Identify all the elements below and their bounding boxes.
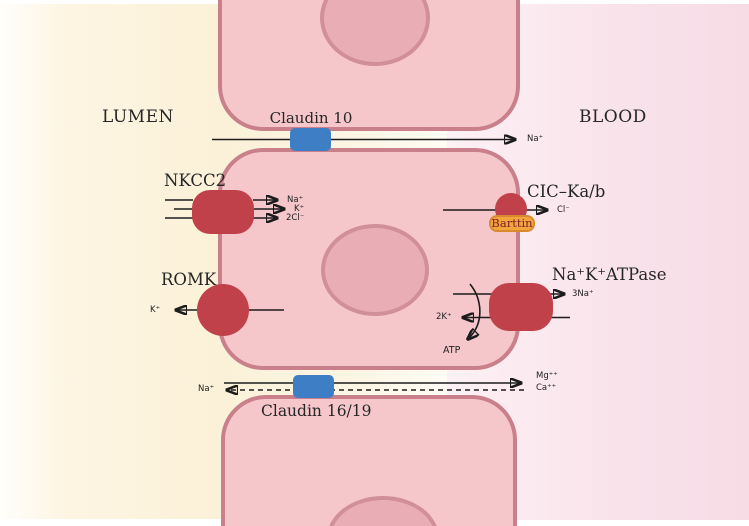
atpase-2k-ion: 2K⁺ [436,312,452,322]
claudin10-na-ion: Na⁺ [527,134,544,144]
epithelial-cell-bottom [221,395,517,526]
lumen-label: LUMEN [102,107,174,127]
clc-cl-ion: Cl⁻ [557,205,570,215]
claudin1619-ca-ion: Ca⁺⁺ [536,383,557,393]
barttin-subunit: Barttin [489,215,535,232]
epithelial-cell-top [218,0,520,131]
atpase-3na-ion: 3Na⁺ [572,289,594,299]
claudin1619-na-ion: Na⁺ [198,384,215,394]
nkcc2-na-ion: Na⁺ [287,195,304,205]
claudin1619-channel [293,375,334,398]
romk-label: ROMK [161,270,217,289]
nkcc2-cl-ion: 2Cl⁻ [286,213,305,223]
nkcc2-k-ion: K⁺ [294,204,305,214]
atpase-pump [489,283,553,331]
claudin1619-label: Claudin 16/19 [261,402,372,420]
claudin1619-mg-ion: Mg⁺⁺ [536,371,558,381]
clc-label: CIC–Ka/b [527,182,606,201]
nucleus-top [320,0,430,66]
nkcc2-transporter [192,190,254,234]
romk-k-ion: K⁺ [150,305,161,315]
blood-label: BLOOD [579,107,647,127]
romk-channel [197,284,249,336]
claudin10-label: Claudin 10 [269,109,353,127]
claudin10-channel [290,128,331,151]
atpase-atp-label: ATP [443,345,461,356]
nkcc2-label: NKCC2 [164,171,227,190]
atpase-label: Na⁺K⁺ATPase [552,265,667,284]
epithelial-cell-middle [218,148,520,370]
nucleus-bottom [327,496,439,526]
nucleus-middle [321,224,429,316]
